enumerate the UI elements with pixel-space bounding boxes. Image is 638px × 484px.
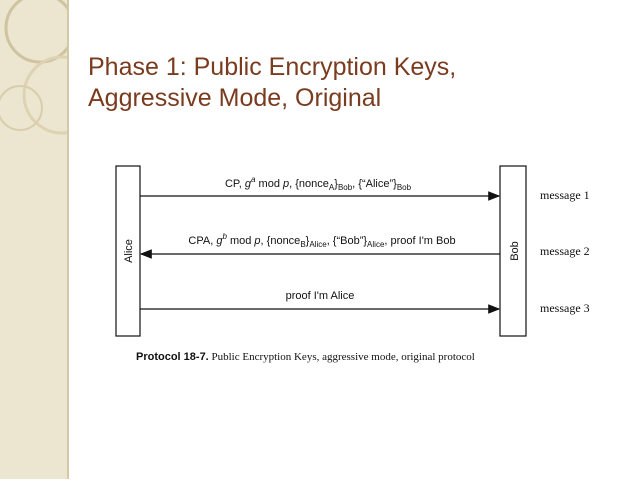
message-2-label: message 2 — [540, 244, 590, 258]
title-line-1: Phase 1: Public Encryption Keys, — [88, 53, 457, 81]
alice-label: Alice — [123, 239, 135, 263]
sidebar-divider — [67, 0, 69, 479]
slide-title: Phase 1: Public Encryption Keys, Aggress… — [88, 52, 608, 114]
sidebar-decoration — [0, 0, 102, 479]
message-3-text: proof I'm Alice — [286, 290, 355, 302]
bob-label: Bob — [509, 241, 521, 261]
message-1-label: message 1 — [540, 188, 590, 202]
message-2-text: CPA, gb mod p, {nonceB}Alice, {“Bob”}Ali… — [188, 232, 455, 249]
message-1-text: CP, ga mod p, {nonceA}Bob, {“Alice”}Bob — [225, 175, 412, 192]
bob-lifeline-box — [499, 165, 527, 337]
title-line-2: Aggressive Mode, Original — [88, 84, 382, 112]
message-3-label: message 3 — [540, 301, 590, 315]
ring-small — [0, 85, 43, 131]
alice-lifeline-box — [115, 165, 141, 337]
diagram-caption: Protocol 18-7. Public Encryption Keys, a… — [136, 351, 475, 363]
